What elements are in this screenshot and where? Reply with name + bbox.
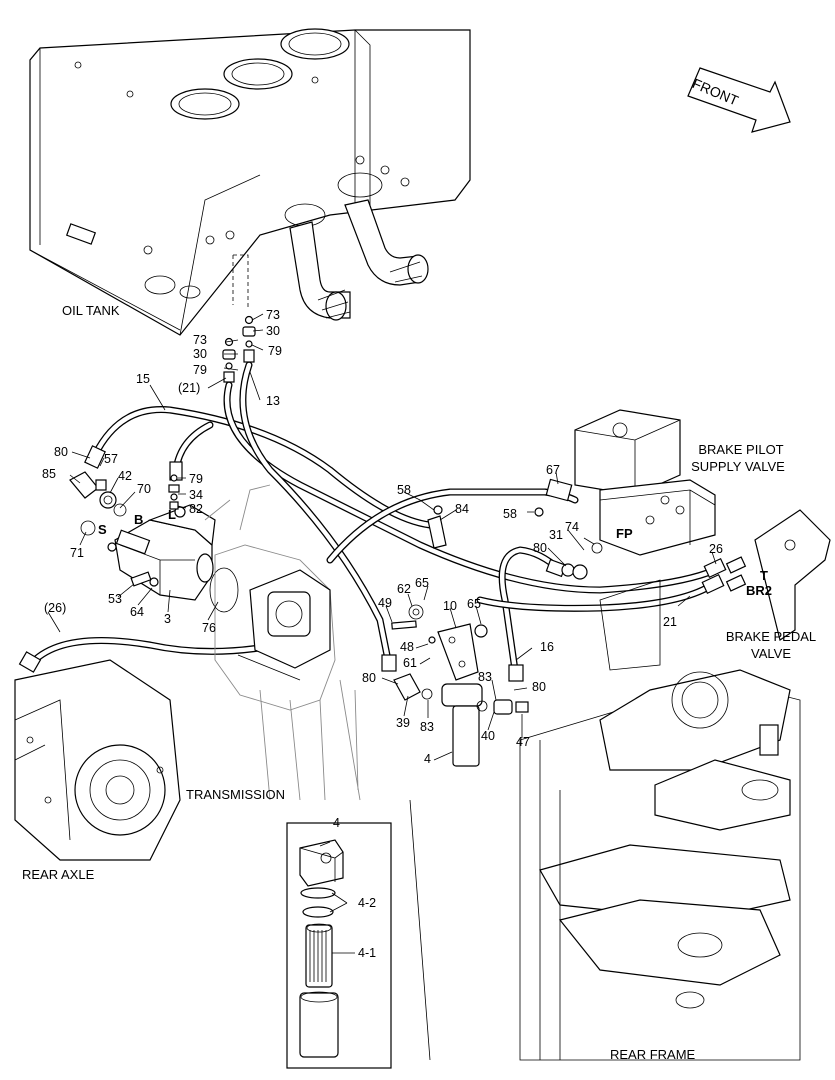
callout-42: 42 bbox=[118, 469, 132, 483]
callout-76: 76 bbox=[202, 621, 216, 635]
oil-tank-label: OIL TANK bbox=[62, 303, 120, 318]
callout-39: 39 bbox=[396, 716, 410, 730]
callout-73: 73 bbox=[193, 333, 207, 347]
leader-lines bbox=[47, 313, 717, 954]
callout-83: 83 bbox=[420, 720, 434, 734]
front-arrow bbox=[687, 67, 791, 133]
callout-4-1: 4-1 bbox=[358, 946, 377, 960]
rear-axle bbox=[14, 659, 181, 861]
callout-4-inset: 4 bbox=[333, 816, 340, 830]
callout-16: 16 bbox=[540, 640, 554, 654]
port-l-label: L bbox=[168, 507, 176, 522]
transmission-label: TRANSMISSION bbox=[186, 787, 285, 802]
tank-fittings bbox=[222, 315, 256, 383]
callout-53: 53 bbox=[108, 592, 122, 606]
callout-49: 49 bbox=[378, 596, 392, 610]
callout-83: 83 bbox=[478, 670, 492, 684]
filter-assembly bbox=[391, 604, 529, 767]
callout-26: 26 bbox=[709, 542, 723, 556]
port-br2-label: BR2 bbox=[746, 583, 773, 598]
callout-47: 47 bbox=[516, 735, 530, 749]
callout-48: 48 bbox=[400, 640, 414, 654]
callout-58: 58 bbox=[503, 507, 517, 521]
brake-pedal-label-2: VALVE bbox=[751, 646, 791, 661]
callout-74: 74 bbox=[565, 520, 579, 534]
callout-57: 57 bbox=[104, 452, 118, 466]
port-t-label: T bbox=[760, 568, 768, 583]
callout-26-ref: (26) bbox=[44, 601, 67, 615]
brake-pilot-supply-valve bbox=[427, 409, 716, 556]
brake-pedal-valve bbox=[725, 509, 831, 641]
hose-fittings bbox=[18, 445, 727, 682]
callout-79: 79 bbox=[193, 363, 207, 377]
port-fp-label: FP bbox=[616, 526, 633, 541]
callout-80: 80 bbox=[54, 445, 68, 459]
callout-65: 65 bbox=[467, 597, 481, 611]
callout-30: 30 bbox=[193, 347, 207, 361]
port-b-label: B bbox=[134, 512, 144, 527]
brake-pilot-label-2: SUPPLY VALVE bbox=[691, 459, 785, 474]
transmission bbox=[204, 484, 361, 801]
rear-axle-label: REAR AXLE bbox=[22, 867, 95, 882]
callout-71: 71 bbox=[70, 546, 84, 560]
callout-80: 80 bbox=[532, 680, 546, 694]
callout-73: 73 bbox=[266, 308, 280, 322]
callout-61: 61 bbox=[403, 656, 417, 670]
port-s-label: S bbox=[98, 522, 107, 537]
callout-62: 62 bbox=[397, 582, 411, 596]
callout-84: 84 bbox=[455, 502, 469, 516]
callout-31: 31 bbox=[549, 528, 563, 542]
oil-tank bbox=[29, 28, 471, 336]
callout-79: 79 bbox=[189, 472, 203, 486]
callout-13: 13 bbox=[266, 394, 280, 408]
callout-80: 80 bbox=[533, 541, 547, 555]
rear-frame-label: REAR FRAME bbox=[610, 1047, 696, 1062]
callout-82: 82 bbox=[189, 502, 203, 516]
callout-58: 58 bbox=[397, 483, 411, 497]
callout-80: 80 bbox=[362, 671, 376, 685]
filter-inset bbox=[286, 822, 392, 1069]
callout-40: 40 bbox=[481, 729, 495, 743]
callout-67: 67 bbox=[546, 463, 560, 477]
callout-15: 15 bbox=[136, 372, 150, 386]
hydraulic-pump bbox=[69, 471, 239, 613]
callout-34: 34 bbox=[189, 488, 203, 502]
callout-4-2: 4-2 bbox=[358, 896, 377, 910]
callout-3: 3 bbox=[164, 612, 171, 626]
callout-21: 21 bbox=[663, 615, 677, 629]
callout-70: 70 bbox=[137, 482, 151, 496]
callout-21-ref: (21) bbox=[178, 381, 201, 395]
rear-frame bbox=[409, 579, 801, 1061]
callout-30: 30 bbox=[266, 324, 280, 338]
callout-85: 85 bbox=[42, 467, 56, 481]
brake-pilot-label-1: BRAKE PILOT bbox=[698, 442, 784, 457]
callout-10: 10 bbox=[443, 599, 457, 613]
brake-pedal-label-1: BRAKE PEDAL bbox=[725, 629, 817, 644]
callout-4: 4 bbox=[424, 752, 431, 766]
callout-64: 64 bbox=[130, 605, 144, 619]
callout-65: 65 bbox=[415, 576, 429, 590]
callout-79: 79 bbox=[268, 344, 282, 358]
